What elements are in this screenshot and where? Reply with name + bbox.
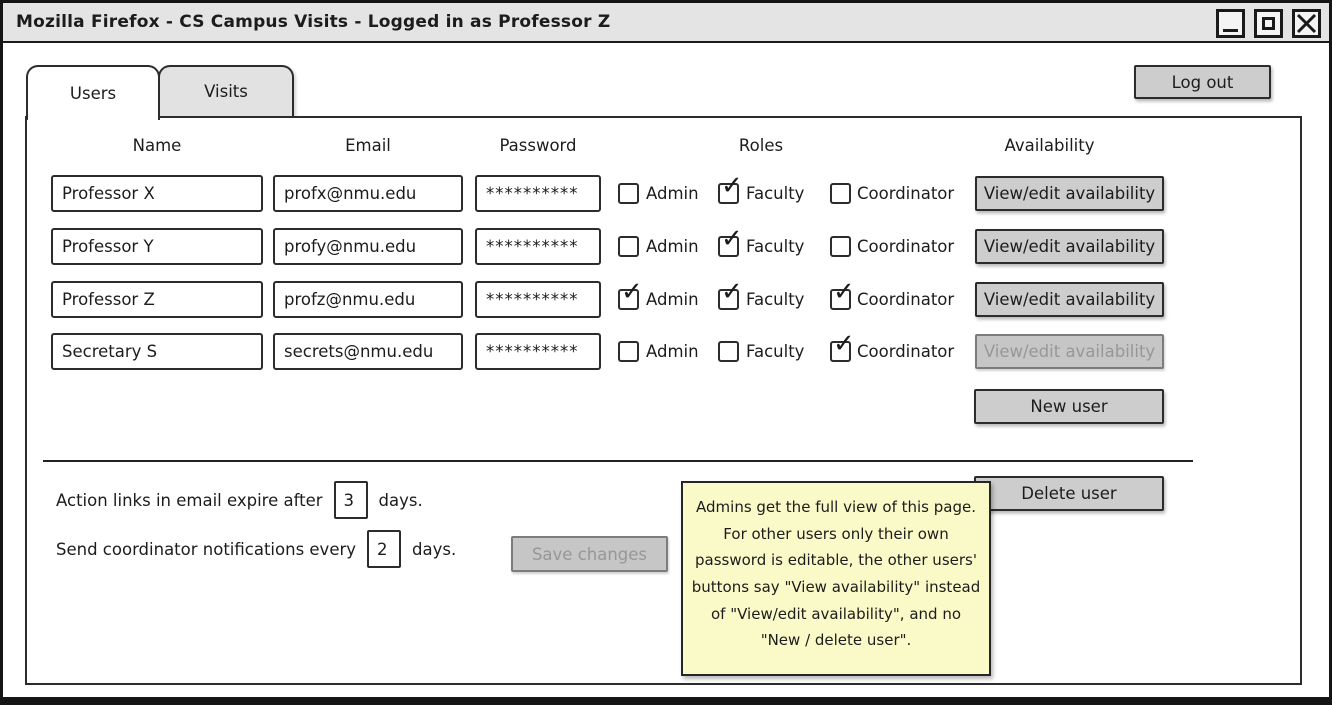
view-edit-availability-button[interactable]: View/edit availability	[975, 176, 1164, 211]
close-icon	[1296, 13, 1317, 34]
expiry-setting: Action links in email expire after 3 day…	[56, 480, 423, 520]
password-value: **********	[486, 290, 579, 309]
admin-checkbox[interactable]: ✓	[618, 279, 643, 310]
email-value: profz@nmu.edu	[284, 290, 416, 309]
minimize-button[interactable]	[1216, 9, 1245, 38]
user-row: Professor X profx@nmu.edu ********** Adm…	[3, 173, 1329, 215]
admin-checkbox-label: Admin	[646, 237, 699, 256]
email-value: secrets@nmu.edu	[284, 342, 434, 361]
password-value: **********	[486, 184, 579, 203]
password-value: **********	[486, 237, 579, 256]
name-input[interactable]: Professor X	[51, 175, 263, 212]
admin-checkbox-label: Admin	[646, 290, 699, 309]
admin-checkbox-label: Admin	[646, 184, 699, 203]
annotation-note-text: Admins get the full view of this page. F…	[691, 498, 981, 650]
password-input[interactable]: **********	[475, 228, 601, 265]
notification-setting-suffix: days.	[412, 539, 457, 559]
column-header-name: Name	[132, 136, 182, 155]
name-value: Professor Y	[62, 237, 154, 256]
coordinator-checkbox-label: Coordinator	[857, 184, 955, 203]
password-input[interactable]: **********	[475, 333, 601, 370]
user-row: Secretary S secrets@nmu.edu ********** A…	[3, 331, 1329, 373]
admin-checkbox[interactable]	[618, 236, 639, 257]
annotation-note: Admins get the full view of this page. F…	[681, 481, 991, 676]
maximize-button[interactable]	[1254, 9, 1283, 38]
coordinator-checkbox[interactable]: ✓	[830, 331, 855, 362]
view-availability-button-disabled: View/edit availability	[975, 334, 1164, 369]
notification-setting: Send coordinator notifications every 2 d…	[56, 529, 456, 569]
window-title: Mozilla Firefox - CS Campus Visits - Log…	[16, 12, 611, 32]
email-input[interactable]: profy@nmu.edu	[273, 228, 463, 265]
faculty-checkbox[interactable]: ✓	[718, 226, 743, 257]
admin-checkbox[interactable]	[618, 341, 639, 362]
checkmark-icon: ✓	[721, 277, 743, 307]
minimize-icon	[1223, 29, 1238, 32]
faculty-checkbox[interactable]: ✓	[718, 279, 743, 310]
admin-checkbox-label: Admin	[646, 342, 699, 361]
checkmark-icon: ✓	[721, 224, 743, 254]
email-input[interactable]: profz@nmu.edu	[273, 281, 463, 318]
expiry-setting-suffix: days.	[378, 490, 423, 510]
coordinator-checkbox[interactable]	[830, 236, 851, 257]
faculty-checkbox[interactable]	[718, 341, 739, 362]
save-changes-button: Save changes	[511, 536, 668, 572]
column-header-roles: Roles	[738, 136, 784, 155]
view-edit-availability-button[interactable]: View/edit availability	[975, 229, 1164, 264]
view-edit-availability-button[interactable]: View/edit availability	[975, 282, 1164, 317]
tab-users[interactable]: Users	[26, 65, 160, 120]
name-value: Secretary S	[62, 342, 158, 361]
name-input[interactable]: Professor Z	[51, 281, 263, 318]
checkmark-icon: ✓	[721, 171, 743, 201]
name-value: Professor Z	[62, 290, 155, 309]
checkmark-icon: ✓	[833, 277, 855, 307]
name-input[interactable]: Professor Y	[51, 228, 263, 265]
titlebar: Mozilla Firefox - CS Campus Visits - Log…	[3, 3, 1329, 43]
maximize-icon	[1262, 17, 1275, 30]
faculty-checkbox[interactable]: ✓	[718, 173, 743, 204]
notification-days-input[interactable]: 2	[367, 530, 402, 568]
coordinator-checkbox-label: Coordinator	[857, 237, 955, 256]
coordinator-checkbox-label: Coordinator	[857, 342, 955, 361]
admin-checkbox[interactable]	[618, 183, 639, 204]
logout-button[interactable]: Log out	[1134, 65, 1271, 99]
window-controls	[1216, 9, 1321, 38]
email-input[interactable]: secrets@nmu.edu	[273, 333, 463, 370]
delete-user-button[interactable]: Delete user	[974, 476, 1164, 511]
coordinator-checkbox[interactable]	[830, 183, 851, 204]
faculty-checkbox-label: Faculty	[746, 290, 805, 309]
notification-days-value: 2	[377, 539, 388, 559]
email-value: profx@nmu.edu	[284, 184, 417, 203]
expiry-setting-prefix: Action links in email expire after	[56, 490, 323, 510]
checkmark-icon: ✓	[833, 329, 855, 359]
expiry-days-input[interactable]: 3	[333, 481, 368, 519]
tab-users-label: Users	[69, 84, 117, 103]
password-input[interactable]: **********	[475, 281, 601, 318]
faculty-checkbox-label: Faculty	[746, 342, 805, 361]
email-value: profy@nmu.edu	[284, 237, 417, 256]
email-input[interactable]: profx@nmu.edu	[273, 175, 463, 212]
user-row: Professor Z profz@nmu.edu ********** ✓ A…	[3, 279, 1329, 321]
tab-visits[interactable]: Visits	[158, 65, 294, 116]
coordinator-checkbox[interactable]: ✓	[830, 279, 855, 310]
password-value: **********	[486, 342, 579, 361]
section-divider	[43, 460, 1193, 462]
faculty-checkbox-label: Faculty	[746, 237, 805, 256]
column-header-email: Email	[345, 136, 391, 155]
column-header-availability: Availability	[1004, 136, 1095, 155]
notification-setting-prefix: Send coordinator notifications every	[56, 539, 357, 559]
tab-visits-label: Visits	[204, 82, 248, 101]
checkmark-icon: ✓	[621, 277, 643, 307]
name-input[interactable]: Secretary S	[51, 333, 263, 370]
new-user-button[interactable]: New user	[974, 389, 1164, 424]
user-row: Professor Y profy@nmu.edu ********** Adm…	[3, 226, 1329, 268]
expiry-days-value: 3	[343, 490, 355, 510]
password-input[interactable]: **********	[475, 175, 601, 212]
coordinator-checkbox-label: Coordinator	[857, 290, 955, 309]
column-header-password: Password	[499, 136, 577, 155]
name-value: Professor X	[62, 184, 155, 203]
faculty-checkbox-label: Faculty	[746, 184, 805, 203]
close-button[interactable]	[1292, 9, 1321, 38]
